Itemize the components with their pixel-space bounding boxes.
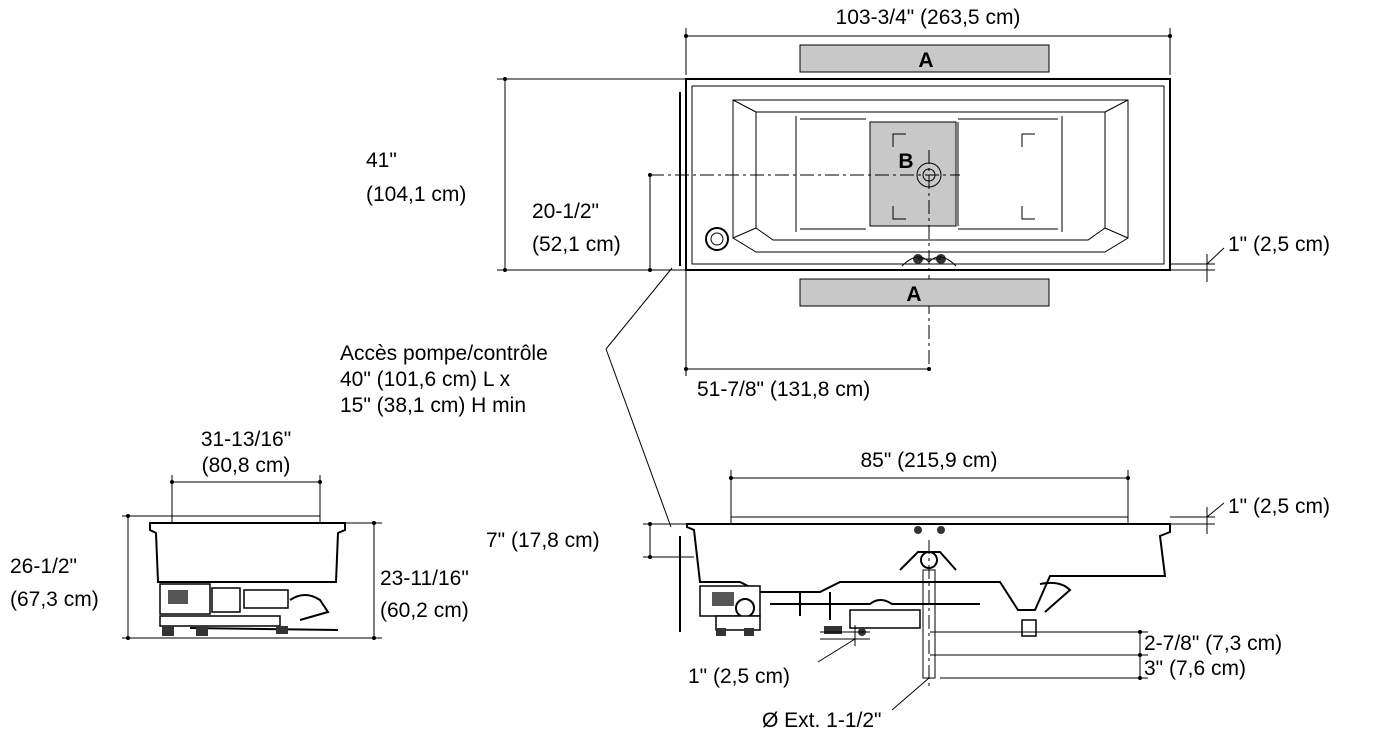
end-top-width-cm-label: (80,8 cm) [202,454,291,477]
access-note-line2: 40" (101,6 cm) L x [340,368,511,391]
inner-length-label: 85" (215,9 cm) [860,449,997,472]
drain-from-end-label: 51-7/8" (131,8 cm) [697,378,870,401]
zone-b [869,121,957,227]
access-note-line1: Accès pompe/contrôle [340,342,548,365]
end-view: 31-13/16" (80,8 cm) 26-1/2" (67,3 cm) [10,428,469,640]
end-base-height-in-label: 23-11/16" [380,567,469,590]
access-note: Accès pompe/contrôle 40" (101,6 cm) L x … [340,267,673,528]
overflow-icon [705,227,729,251]
end-tub-body [149,522,346,583]
zone-a-bottom-label: A [906,283,921,306]
zone-a-top-label: A [918,49,933,72]
drain-drop-label: 2-7/8" (7,3 cm) [1144,632,1282,655]
end-height-cm-label: (67,3 cm) [10,588,99,611]
drain-offset-in-label: 20-1/2" [532,200,599,223]
apron-label: 7" (17,8 cm) [486,529,600,552]
drain-extension-label: 3" (7,6 cm) [1144,657,1246,680]
zone-b-label: B [898,150,913,173]
width-cm-label: (104,1 cm) [366,183,466,206]
width-in-label: 41" [366,149,397,172]
drain-diameter-label: Ø Ext. 1-1/2" [762,709,882,732]
overall-length-label: 103-3/4" (263,5 cm) [836,6,1021,29]
drain-offset-cm-label: (52,1 cm) [532,233,621,256]
end-base-height-cm-label: (60,2 cm) [380,599,469,622]
side-view: 85" (215,9 cm) [486,449,1330,732]
clearance-label: 1" (2,5 cm) [688,665,790,688]
top-view: 103-3/4" (263,5 cm) A B [366,6,1330,401]
zone-a-top [799,44,1050,73]
top-rim-label: 1" (2,5 cm) [1228,233,1330,256]
access-note-line3: 15" (38,1 cm) H min [340,394,526,417]
end-height-in-label: 26-1/2" [10,555,77,578]
zone-a-bottom [799,278,1050,307]
side-tub-body [686,523,1171,611]
end-equipment [159,583,339,636]
side-rim-label: 1" (2,5 cm) [1228,495,1330,518]
end-top-width-in-label: 31-13/16" [201,428,291,451]
